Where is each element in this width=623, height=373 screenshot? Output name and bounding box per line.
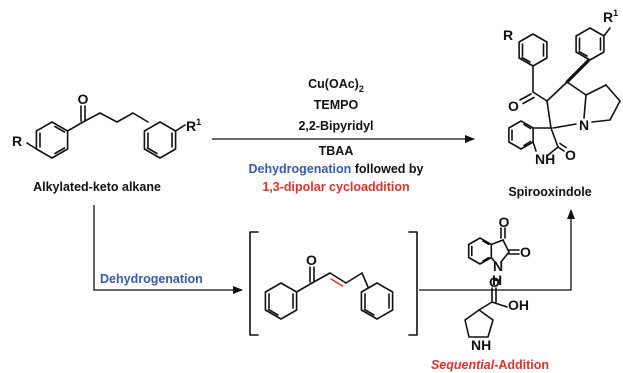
proline-carbonyl-oxygen-label: O bbox=[489, 274, 500, 290]
lactam-nh-label: NH bbox=[535, 151, 555, 167]
isatin-oxygen-top-label: O bbox=[499, 214, 510, 230]
ketone-oxygen-label: O bbox=[78, 91, 89, 107]
pyrrolizidine-nitrogen-label: N bbox=[579, 117, 589, 133]
sequential-addition-label: Sequential-Addition bbox=[431, 358, 549, 372]
starting-material-structure: R O R1 bbox=[12, 91, 201, 159]
product-r-label: R bbox=[503, 27, 513, 43]
product-label: Spirooxindole bbox=[508, 185, 591, 199]
proline-nh-label: NH bbox=[471, 337, 491, 353]
dehydrogenation-step-label: Dehydrogenation bbox=[100, 272, 203, 286]
dehydrogenation-arrow bbox=[93, 205, 243, 294]
right-bracket bbox=[408, 231, 418, 336]
reagent-bipyridyl: 2,2-Bipyridyl bbox=[298, 119, 373, 133]
isatin-hydrogen-label: H bbox=[492, 272, 502, 288]
proline-structure: O OH NH bbox=[464, 274, 529, 353]
addition-arrow bbox=[419, 209, 575, 291]
lactam-oxygen-label: O bbox=[565, 147, 576, 163]
isatin-nitrogen-label: N bbox=[493, 258, 503, 274]
reagent-tempo: TEMPO bbox=[314, 98, 359, 112]
benzoyl-oxygen-label: O bbox=[508, 98, 519, 114]
left-bracket bbox=[249, 231, 259, 336]
chalcone-oxygen-label: O bbox=[306, 252, 317, 268]
reagent-tbaa: TBAA bbox=[319, 144, 354, 158]
isatin-structure: O O N H bbox=[467, 214, 531, 288]
product-r1-label: R1 bbox=[603, 8, 618, 25]
proline-hydroxyl-label: OH bbox=[508, 297, 529, 313]
r1-substituent-label: R1 bbox=[186, 117, 201, 134]
reagent-copper-acetate: Cu(OAc)2 bbox=[308, 77, 364, 94]
isatin-oxygen-side-label: O bbox=[520, 244, 531, 260]
cycloaddition-label: 1,3-dipolar cycloaddition bbox=[262, 180, 409, 194]
dehydrogenation-followed-by: Dehydrogenation followed by bbox=[248, 162, 423, 176]
starting-material-label: Alkylated-keto alkane bbox=[33, 180, 161, 194]
reagents-block: Cu(OAc)2 TEMPO 2,2-Bipyridyl TBAA Dehydr… bbox=[248, 77, 423, 194]
r-substituent-label: R bbox=[12, 133, 22, 149]
spirooxindole-structure: R R1 O N NH O bbox=[503, 8, 621, 167]
chalcone-intermediate: O bbox=[264, 252, 394, 320]
